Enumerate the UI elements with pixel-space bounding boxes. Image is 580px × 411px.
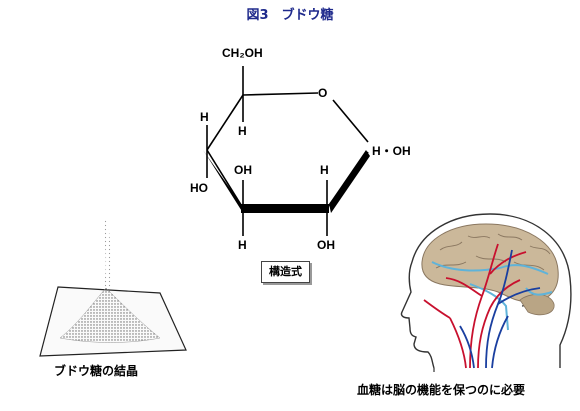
crystal-caption: ブドウ糖の結晶 <box>54 364 139 378</box>
structural-formula-label: 構造式 <box>261 261 310 283</box>
label-ch2oh: CH₂OH <box>222 46 263 60</box>
figure-title: 図3 ブドウ糖 <box>246 8 334 23</box>
label-h-upper-inner: H <box>238 124 247 138</box>
label-h-left-top: H <box>200 110 209 124</box>
label-h-bottom-left: H <box>238 238 247 252</box>
label-h-mid-right: H <box>320 163 329 177</box>
label-ho-left: HO <box>190 181 208 195</box>
label-oh-bottom-right: OH <box>317 238 335 252</box>
label-h-oh-anomeric: H・OH <box>372 144 411 158</box>
label-ring-oxygen: O <box>318 86 328 100</box>
label-oh-mid: OH <box>234 163 252 177</box>
bold-ring-bond <box>241 204 329 213</box>
brain-caption: 血糖は脳の機能を保つのに必要 <box>357 383 526 397</box>
